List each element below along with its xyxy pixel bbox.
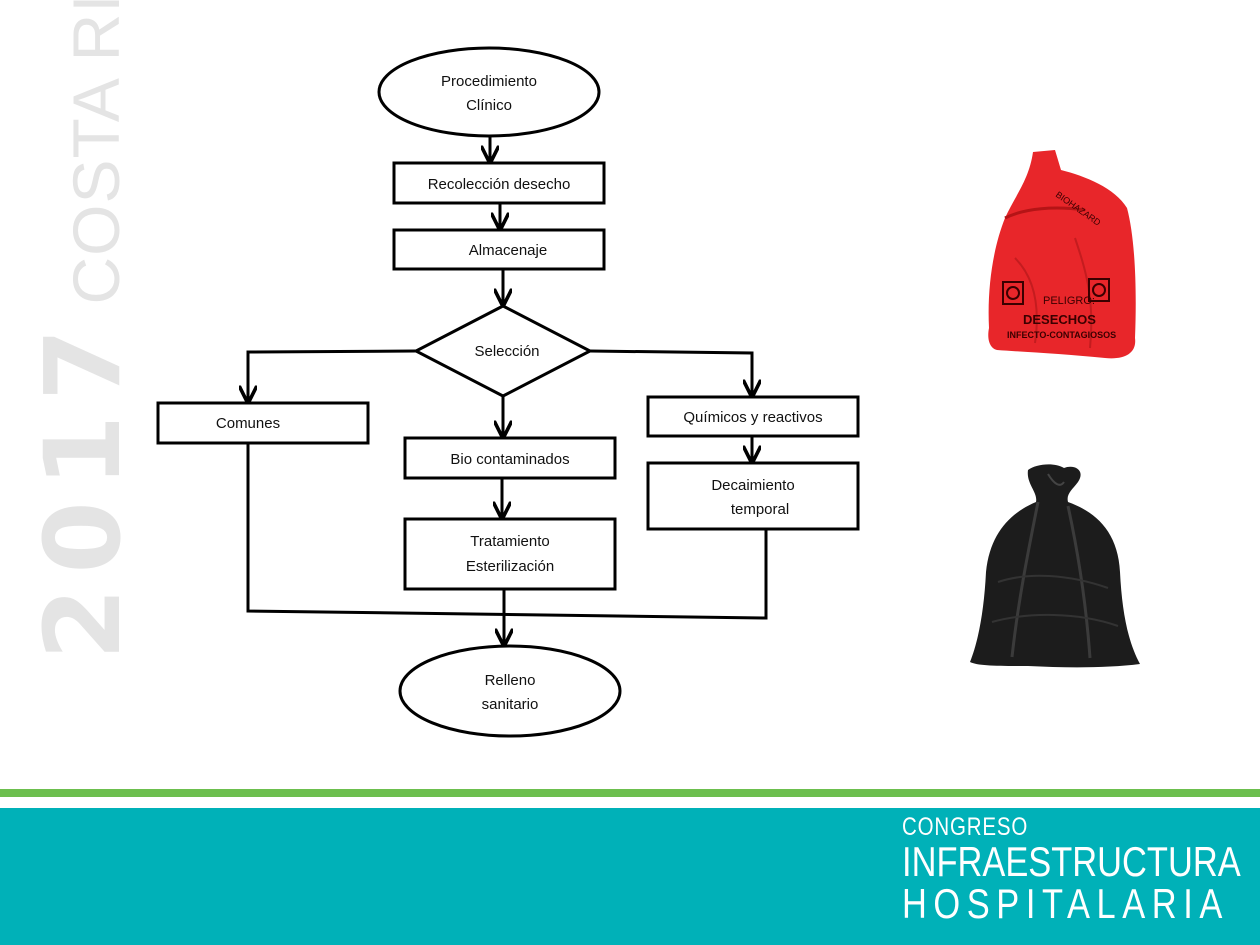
red-bag-line3: INFECTO-CONTAGIOSOS [1007,330,1116,340]
collect-node: Recolección desecho [392,161,606,205]
chemical-node: Químicos y reactivos [646,395,860,438]
event-title: CONGRESO INFRAESTRUCTURA HOSPITALARIA [902,813,1241,925]
event-title-line1: CONGRESO [902,813,1029,841]
connectors [246,136,768,643]
treatment-label-line2: Esterilización [466,558,554,575]
footer-bar [0,808,1260,945]
storage-label: Almacenaje [469,242,547,259]
end-node: Relleno sanitario [398,644,622,738]
treatment-node: Tratamiento Esterilización [403,517,617,591]
collect-label: Recolección desecho [428,176,571,193]
decision-node: Selección [412,304,594,398]
black-garbage-bag-image [970,464,1140,668]
end-label-line1: Relleno [485,672,536,689]
red-bag-line1: PELIGRO: [1043,295,1095,307]
storage-node: Almacenaje [392,228,606,271]
arrow-decision-to-common [248,349,417,400]
red-biohazard-bag-image: BIOHAZARD PELIGRO: DESECHOS INFECTO-CONT… [988,150,1136,359]
biohazard-left-icon [1002,281,1024,305]
arrow-decision-to-chemical [589,349,752,394]
footer-accent-stripe [0,789,1260,797]
event-title-line2: INFRAESTRUCTURA [902,838,1241,885]
start-node: Procedimiento Clínico [377,46,601,138]
red-bag-line2: DESECHOS [1023,312,1096,327]
common-node: Comunes [156,401,370,445]
bio-label: Bio contaminados [450,451,569,468]
connector-merge-line [246,443,768,620]
decision-label: Selección [474,343,539,360]
bio-node: Bio contaminados [403,436,617,480]
biohazard-right-icon [1088,278,1110,302]
common-label: Comunes [216,415,280,432]
end-label-line2: sanitario [482,696,539,713]
decay-node: Decaimiento temporal [646,461,860,531]
event-title-line3: HOSPITALARIA [902,880,1229,927]
decay-label-line2: temporal [731,501,789,518]
start-label-line2: Clínico [466,97,512,114]
footer-white-stripe [0,797,1260,808]
decay-label-line1: Decaimiento [711,477,794,494]
start-label-line1: Procedimiento [441,73,537,90]
treatment-label-line1: Tratamiento [470,533,549,550]
chemical-label: Químicos y reactivos [683,409,822,426]
